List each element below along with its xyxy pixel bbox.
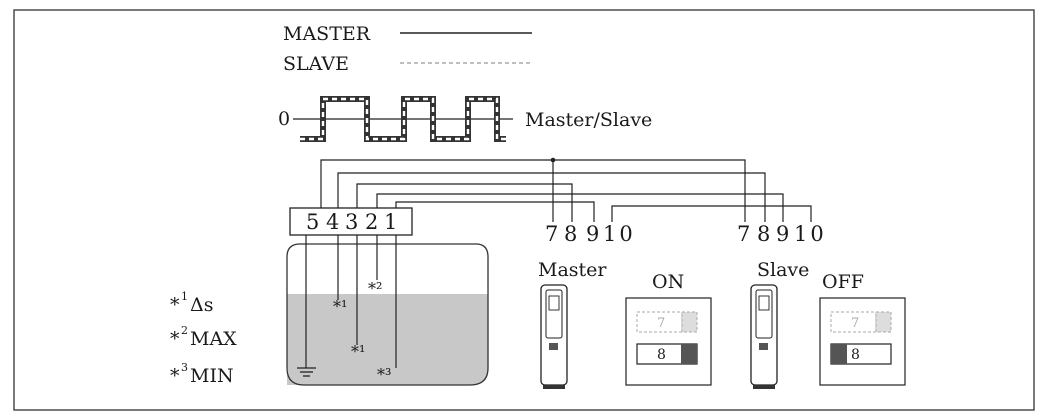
key-item-2: * 2 MAX: [170, 324, 237, 350]
slave-dip-switch: 7 8: [819, 297, 906, 386]
master-switch-state: ON: [652, 271, 684, 293]
master-terminal-8: 8: [564, 222, 577, 246]
signal-label: Master/Slave: [525, 109, 652, 131]
wire-terminal-4: [337, 172, 766, 222]
key-item-1: * 1 Δs: [170, 290, 213, 316]
ground-icon: [297, 367, 316, 377]
slave-terminal-9: 9: [776, 222, 789, 246]
slave-switch-top-number: 7: [851, 316, 859, 331]
svg-text:*: *: [170, 328, 180, 350]
slave-label: Slave: [757, 259, 809, 281]
wire-terminal-3: [356, 183, 573, 222]
terminal-block-labels: 5 4 3 2 1: [306, 210, 397, 234]
master-switch-top-number: 7: [657, 316, 665, 331]
svg-text:MAX: MAX: [190, 328, 237, 350]
terminal-block: [289, 207, 413, 236]
svg-text:Δs: Δs: [190, 294, 213, 316]
master-label: Master: [538, 259, 607, 281]
probe-2-marker: *²: [368, 279, 382, 298]
signal-wave-inner: [300, 97, 506, 141]
svg-text:2: 2: [181, 324, 188, 337]
svg-text:1: 1: [181, 290, 188, 303]
tank-liquid: [287, 294, 488, 385]
slave-switch-bottom-number: 8: [851, 347, 860, 363]
slave-terminals: 7 8 9 10: [737, 222, 827, 246]
wire-terminal-2: [376, 193, 784, 222]
master-device-icon: [540, 284, 568, 389]
master-switch-bottom-number: 8: [657, 347, 666, 363]
master-dip-switch: 7 8: [625, 297, 712, 386]
legend-master-label: MASTER: [283, 23, 371, 45]
legend-slave-label: SLAVE: [283, 53, 349, 75]
slave-terminal-10: 10: [794, 222, 827, 246]
slave-terminal-7: 7: [737, 222, 750, 246]
frame-border: [13, 9, 1035, 411]
slave-switch-state: OFF: [822, 271, 864, 293]
svg-text:*: *: [170, 365, 180, 387]
tank: [286, 243, 489, 386]
master-terminal-9: 9: [586, 222, 599, 246]
wire-10-link: [611, 205, 812, 222]
terminal-label-1: 1: [384, 210, 397, 234]
terminal-label-3: 3: [345, 210, 358, 234]
slave-terminal-8: 8: [757, 222, 770, 246]
signal-zero-label: 0: [278, 108, 290, 130]
probe-4-marker: *¹: [333, 297, 347, 316]
svg-text:*: *: [170, 294, 180, 316]
master-terminals: 7 8 9 10: [545, 222, 636, 246]
key-item-3: * 3 MIN: [170, 361, 234, 387]
tank-outline: [286, 243, 489, 386]
terminal-label-2: 2: [365, 210, 378, 234]
master-terminal-7: 7: [545, 222, 558, 246]
wire-terminal-1: [395, 201, 595, 222]
slave-device-icon: [750, 284, 778, 389]
svg-text:3: 3: [181, 361, 188, 374]
terminal-label-5: 5: [306, 210, 319, 234]
probe-1-marker: *³: [377, 365, 391, 384]
terminal-label-4: 4: [326, 210, 339, 234]
svg-text:MIN: MIN: [190, 365, 234, 387]
probe-3-marker: *¹: [351, 342, 365, 361]
master-terminal-10: 10: [603, 222, 636, 246]
